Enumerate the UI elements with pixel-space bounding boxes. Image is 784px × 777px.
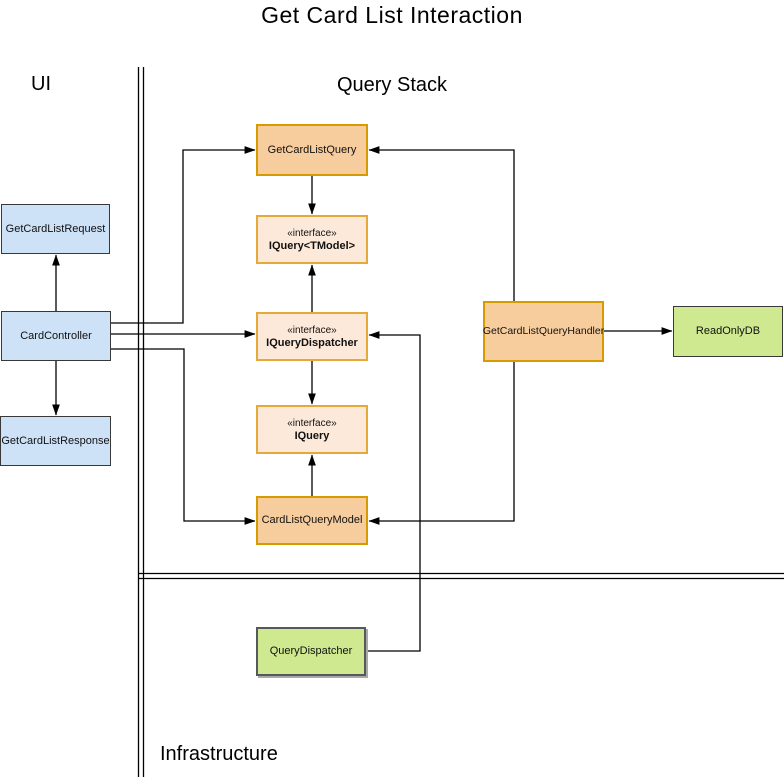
page-title: Get Card List Interaction bbox=[261, 2, 523, 28]
node-getcardlistquery: GetCardListQuery bbox=[256, 124, 368, 176]
edge-cardcontroller-to-cardlistquerymodel bbox=[111, 348, 256, 525]
node-querydispatcher: QueryDispatcher bbox=[256, 627, 366, 676]
node-stereotype: «interface» bbox=[287, 227, 337, 239]
node-stereotype: «interface» bbox=[287, 417, 337, 429]
node-cardcontroller: CardController bbox=[1, 311, 111, 361]
node-getcardlistrequest: GetCardListRequest bbox=[1, 204, 110, 254]
edge-getcardlistqueryhandler-to-getcardlistquery bbox=[368, 146, 515, 301]
lane-separators bbox=[137, 67, 784, 777]
lane-label-infrastructure: Infrastructure bbox=[160, 743, 278, 765]
node-label: GetCardListRequest bbox=[5, 222, 106, 235]
node-iquerydispatcher-interface: «interface» IQueryDispatcher bbox=[256, 312, 368, 361]
lane-label-ui: UI bbox=[31, 73, 51, 95]
edge-cardcontroller-to-getcardlistquery bbox=[111, 146, 256, 324]
node-label: CardController bbox=[20, 329, 92, 342]
node-label: ReadOnlyDB bbox=[695, 325, 761, 337]
node-iquery-interface: «interface» IQuery bbox=[256, 405, 368, 454]
node-label: IQueryDispatcher bbox=[266, 336, 358, 349]
node-iquery-tmodel-interface: «interface» IQuery<TModel> bbox=[256, 215, 368, 264]
edge-querydispatcher-to-iquerydispatcher bbox=[368, 331, 421, 652]
node-label: IQuery<TModel> bbox=[268, 239, 356, 252]
node-readonlydb: ReadOnlyDB bbox=[673, 306, 783, 357]
lane-label-query-stack: Query Stack bbox=[336, 74, 448, 96]
node-getcardlistqueryhandler: GetCardListQueryHandler bbox=[483, 301, 604, 362]
node-label: GetCardListQueryHandler bbox=[482, 325, 605, 337]
node-getcardlistresponse: GetCardListResponse bbox=[0, 416, 111, 466]
node-label: CardListQueryModel bbox=[261, 514, 363, 526]
node-label: GetCardListQuery bbox=[267, 143, 357, 156]
node-stereotype: «interface» bbox=[287, 324, 337, 336]
edge-getcardlistqueryhandler-to-cardlistquerymodel bbox=[368, 362, 515, 525]
node-label: QueryDispatcher bbox=[269, 645, 353, 657]
node-label: GetCardListResponse bbox=[1, 434, 110, 447]
node-cardlistquerymodel: CardListQueryModel bbox=[256, 496, 368, 545]
node-label: IQuery bbox=[294, 429, 330, 442]
